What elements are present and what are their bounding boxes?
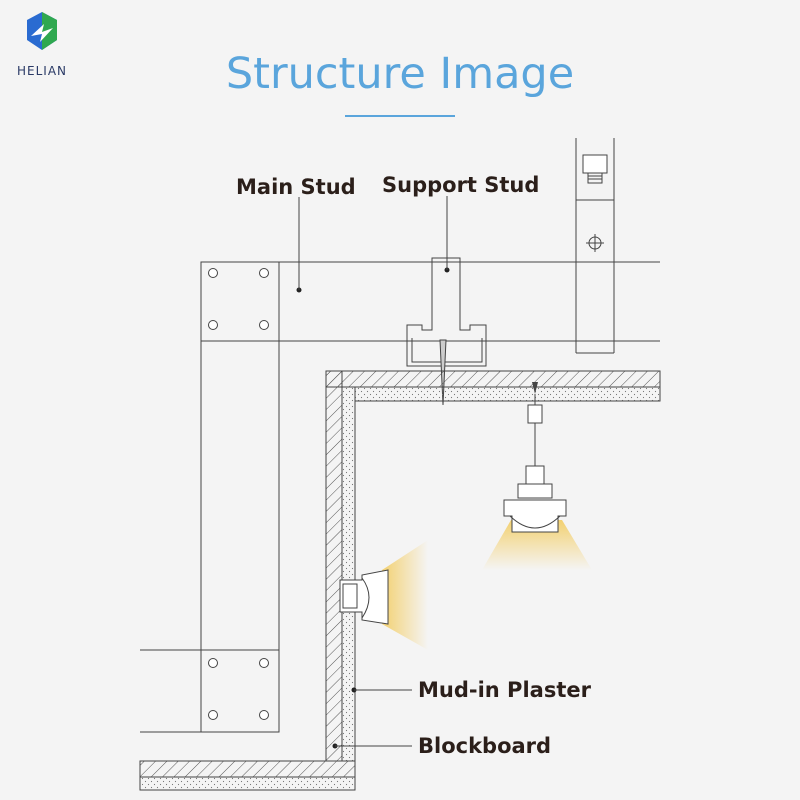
corner-plate-bottom [200, 649, 280, 733]
floor-board [139, 760, 356, 791]
blockboard-label: Blockboard [418, 734, 551, 758]
helian-logo [27, 12, 57, 50]
wall-light [339, 540, 428, 650]
hanger-bracket [575, 138, 615, 354]
pendant-light [482, 382, 592, 570]
wall-board [325, 370, 356, 762]
ceiling-board [325, 370, 661, 402]
page-title: Structure Image [226, 49, 574, 99]
corner-plate-top [200, 261, 280, 342]
main-stud-horizontal [201, 261, 660, 342]
brand-name: HELIAN [17, 64, 67, 78]
mud-in-plaster-label: Mud-in Plaster [418, 678, 592, 702]
main-stud-label: Main Stud [236, 175, 356, 199]
support-stud-label: Support Stud [382, 173, 539, 197]
